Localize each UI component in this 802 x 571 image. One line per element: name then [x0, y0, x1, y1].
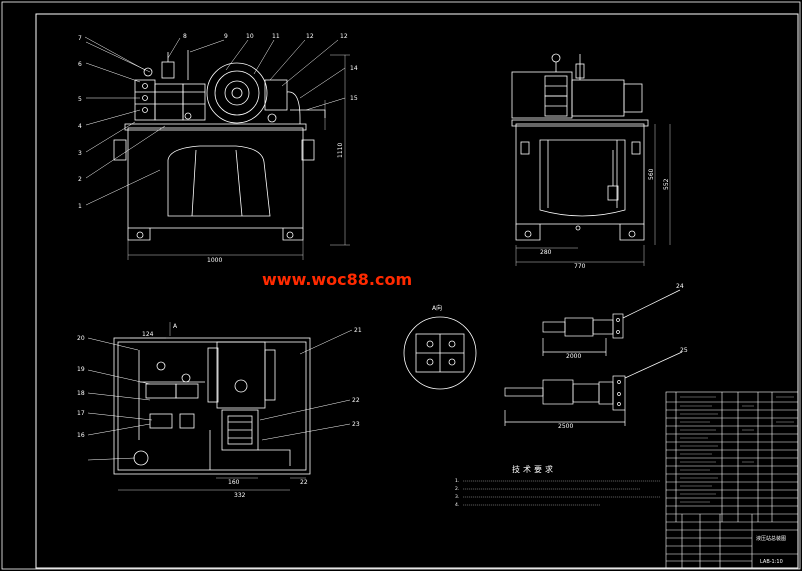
front-view-dims: [127, 54, 350, 260]
component-25: [504, 351, 683, 426]
part-label-14: 14: [350, 65, 358, 72]
part-label-20: 20: [77, 335, 85, 342]
side-dim-770: 770: [574, 263, 586, 270]
title-block-company: 液压站总装图: [756, 535, 786, 542]
component-25-dim: 2500: [558, 423, 573, 430]
detail-view-a: [403, 316, 477, 390]
plan-view-labels: 20 19 18 17 16 21 22 23 A: [77, 323, 362, 439]
side-dim-280: 280: [540, 249, 552, 256]
side-view-dims: [515, 124, 671, 266]
side-view: [511, 53, 649, 241]
front-width-dim: 1000: [207, 257, 222, 264]
front-height-dim: 1110: [337, 143, 344, 158]
tech-req-item-2: 2.: [455, 486, 459, 492]
tech-req-item-4: 4.: [455, 502, 459, 508]
title-block-drawing-no: LAB-1:10: [760, 559, 783, 565]
part-label-17: 17: [77, 410, 85, 417]
plan-view-leaders: [87, 329, 353, 461]
front-view-labels: 1 2 3 4 5 6 7 8 9 10 11 12 12 14 15: [78, 33, 358, 210]
bom-cell-marks: [680, 396, 794, 503]
plan-dim-160: 160: [228, 479, 240, 486]
part-label-11: 11: [272, 33, 280, 40]
part-label-9: 9: [224, 33, 228, 40]
component-25-label: 25: [680, 347, 688, 354]
component-24-dim: 2000: [566, 353, 581, 360]
tech-req-item-1: 1.: [455, 478, 459, 484]
part-label-2: 2: [78, 176, 82, 183]
part-label-18: 18: [77, 390, 85, 397]
part-label-21: 21: [354, 327, 362, 334]
part-label-15: 15: [350, 95, 358, 102]
front-view: [113, 50, 326, 241]
part-label-3: 3: [78, 150, 82, 157]
part-label-7: 7: [78, 35, 82, 42]
tech-req-lines: [463, 480, 660, 506]
part-label-12b: 12: [340, 33, 348, 40]
part-label-23: 23: [352, 421, 360, 428]
part-label-10: 10: [246, 33, 254, 40]
component-24-label: 24: [676, 283, 684, 290]
title-block: [665, 391, 799, 569]
tech-req-list: 1. 2. 3. 4.: [455, 478, 459, 508]
tech-req-title: 技术要求: [512, 464, 556, 474]
section-mark-a: A: [173, 323, 178, 330]
part-label-22: 22: [352, 397, 360, 404]
plan-dim-124: 124: [142, 331, 154, 338]
part-label-6: 6: [78, 61, 82, 68]
part-label-8: 8: [183, 33, 187, 40]
part-label-12a: 12: [306, 33, 314, 40]
inner-frame: [35, 13, 799, 569]
part-label-5: 5: [78, 96, 82, 103]
part-label-4: 4: [78, 123, 82, 130]
plan-dim-22: 22: [300, 479, 308, 486]
plan-view: [113, 337, 311, 475]
part-label-1: 1: [78, 203, 82, 210]
watermark: www.woc88.com: [262, 270, 412, 289]
detail-view-label: A向: [432, 304, 442, 312]
part-label-19: 19: [77, 366, 85, 373]
tech-req-item-3: 3.: [455, 494, 459, 500]
component-24: [542, 289, 681, 356]
side-dim-560: 560: [648, 168, 655, 180]
plan-view-dims: [118, 322, 306, 491]
side-dim-552: 552: [663, 178, 670, 190]
plan-dim-332: 332: [234, 492, 246, 499]
front-view-leaders: [84, 36, 346, 206]
part-label-16: 16: [77, 432, 85, 439]
